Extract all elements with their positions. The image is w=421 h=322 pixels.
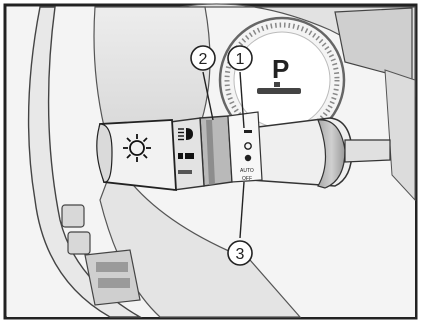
callout-2-number: 2 [199,51,208,68]
callout-1-number: 1 [236,51,245,68]
auto-mark: AUTO [240,168,254,174]
lever-stalk [345,140,390,162]
rotary-ring [200,116,232,186]
fog-light-icon [178,153,194,159]
gear-bar-mark [274,82,280,87]
callout-3-number: 3 [236,246,245,263]
off-mark: OFF [242,176,252,182]
gear-indicator: P [272,54,289,84]
callout-1: 1 [228,46,252,70]
callout-3: 3 [228,241,252,265]
off-marker-icon [178,170,192,174]
gear-bar [257,88,301,94]
callout-2: 2 [191,46,215,70]
